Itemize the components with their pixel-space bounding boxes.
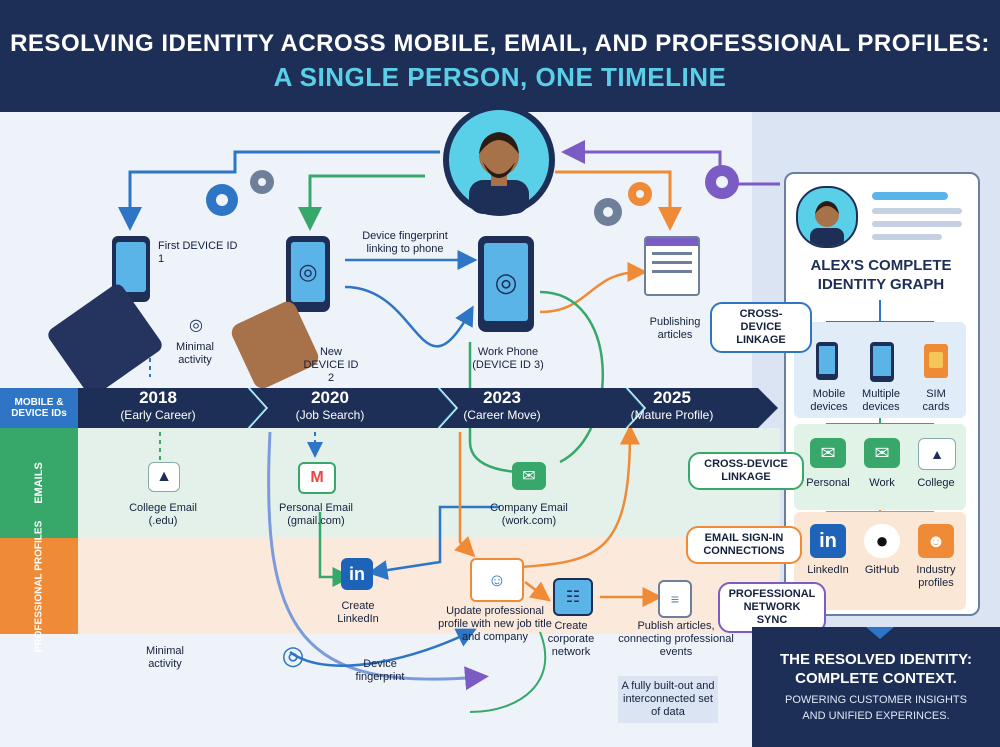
gear-icon-1	[206, 184, 238, 216]
graph-avatar	[796, 186, 858, 248]
publish-article-icon: ≡	[658, 580, 692, 618]
header-banner	[0, 0, 1000, 112]
phone-device-3: ◎	[478, 236, 534, 332]
profile-line-4	[872, 234, 942, 240]
create-linkedin-label: Create LinkedIn	[337, 600, 379, 625]
gear-icon-4	[628, 182, 652, 206]
personal-email-label: Personal Email (gmail.com)	[279, 502, 353, 527]
gear-icon-2	[250, 170, 274, 194]
graph-profile-1: LinkedIn	[807, 564, 849, 576]
down-arrow-icon	[866, 627, 894, 639]
avatar	[443, 104, 555, 216]
year-2020-label: (Job Search)	[295, 408, 365, 422]
device-fingerprint-label: Device fingerprint	[355, 658, 405, 683]
graph-email-3: College	[917, 477, 955, 489]
lane-label-mobile: MOBILE & DEVICE IDs	[0, 388, 78, 428]
phone-device-2: ◎	[286, 236, 330, 312]
graph-email-1: Personal	[806, 477, 850, 489]
multiple-devices-icon	[870, 342, 894, 382]
envelope-icon: ✉	[512, 462, 546, 490]
personal-email-icon: ✉	[810, 438, 846, 468]
person-icon	[449, 110, 549, 214]
update-profile-label: Update professional profile with new job…	[438, 605, 552, 643]
callout-email-signin: EMAIL SIGN-IN CONNECTIONS	[686, 526, 802, 564]
graph-title: ALEX'S COMPLETE IDENTITY GRAPH	[810, 257, 952, 293]
year-2020: 2020	[311, 388, 349, 407]
gear-icon-3	[594, 198, 622, 226]
bottom-line-2: COMPLETE CONTEXT.	[795, 670, 957, 687]
year-2025: 2025	[653, 388, 691, 407]
graph-device-3: SIM cards	[922, 388, 950, 413]
lane-label-professional: PROFESSIONAL PROFILES	[0, 520, 78, 652]
bottom-line-1: THE RESOLVED IDENTITY:	[780, 651, 972, 668]
work-email-icon: ✉	[864, 438, 900, 468]
gear-icon-5	[705, 165, 739, 199]
year-2023: 2023	[483, 388, 521, 407]
mobile-device-icon	[816, 342, 838, 380]
company-email-label: Company Email (work.com)	[490, 502, 568, 527]
profile-line-1	[872, 192, 948, 200]
title-line-2: A SINGLE PERSON, ONE TIMELINE	[273, 62, 727, 92]
fingerprint-icon-bottom: ◎	[281, 640, 305, 670]
gmail-icon: M	[298, 462, 336, 494]
graduation-cap-icon: ▲	[148, 462, 180, 492]
dataset-note: A fully built-out and interconnected set…	[618, 676, 718, 723]
graph-email-2: Work	[869, 477, 895, 489]
github-icon: ●	[864, 524, 900, 558]
profile-card-icon: ☺	[470, 558, 524, 602]
graph-profile-3: Industry profiles	[916, 564, 956, 589]
timeline-arrow	[78, 387, 778, 429]
article-icon	[644, 236, 700, 296]
callout-cross-device-1: CROSS-DEVICE LINKAGE	[710, 302, 812, 353]
bottom-line-4: AND UNIFIED EXPERINCES.	[802, 710, 950, 722]
professional-band	[0, 538, 780, 634]
industry-profile-icon: ☻	[918, 524, 954, 558]
college-email-label: College Email (.edu)	[129, 502, 197, 527]
minimal-activity-mobile: Minimal activity	[176, 341, 214, 366]
year-2018: 2018	[139, 388, 177, 407]
person-icon-small	[810, 201, 844, 246]
college-email-icon: ▲	[918, 438, 956, 470]
publish-label: Publish articles, connecting professiona…	[618, 620, 734, 658]
callout-professional-sync: PROFESSIONAL NETWORK SYNC	[718, 582, 826, 633]
minimal-activity-professional: Minimal activity	[146, 645, 184, 670]
linkedin-icon: in	[341, 558, 373, 590]
publishing-label: Publishing articles	[649, 316, 701, 341]
emails-band	[0, 428, 780, 538]
fingerprint-icon: ◎	[189, 317, 203, 334]
callout-cross-device-2: CROSS-DEVICE LINKAGE	[688, 452, 804, 490]
graph-profile-2: GitHub	[864, 564, 900, 576]
year-2025-label: (Mature Profile)	[630, 408, 714, 422]
lane-label-emails: EMAILS	[0, 428, 78, 538]
device3-label: Work Phone (DEVICE ID 3)	[472, 346, 544, 371]
year-2018-label: (Early Career)	[120, 408, 196, 422]
resolved-identity-panel	[752, 627, 1000, 747]
graph-device-1: Mobile devices	[810, 388, 848, 413]
bottom-line-3: POWERING CUSTOMER INSIGHTS	[785, 694, 967, 706]
timeline-2023: 2023 (Career Move)	[442, 388, 562, 422]
device2-label: New DEVICE ID 2	[303, 346, 359, 384]
network-icon: ☷	[553, 578, 593, 616]
lane-mobile-text: MOBILE & DEVICE IDs	[11, 397, 67, 419]
timeline-2020: 2020 (Job Search)	[270, 388, 390, 422]
timeline-2018: 2018 (Early Career)	[98, 388, 218, 422]
profile-line-3	[872, 221, 962, 227]
timeline-2025: 2025 (Mature Profile)	[612, 388, 732, 422]
device1-label: First DEVICE ID 1	[158, 240, 238, 265]
sim-card-icon	[924, 344, 948, 378]
profile-line-2	[872, 208, 962, 214]
graph-linkedin-icon: in	[810, 524, 846, 558]
graph-device-2: Multiple devices	[862, 388, 900, 413]
corporate-network-label: Create corporate network	[547, 620, 595, 658]
title-line-1: RESOLVING IDENTITY ACROSS MOBILE, EMAIL,…	[10, 30, 990, 57]
year-2023-label: (Career Move)	[463, 408, 541, 422]
fingerprint-link-label: Device fingerprint linking to phone	[362, 230, 448, 255]
